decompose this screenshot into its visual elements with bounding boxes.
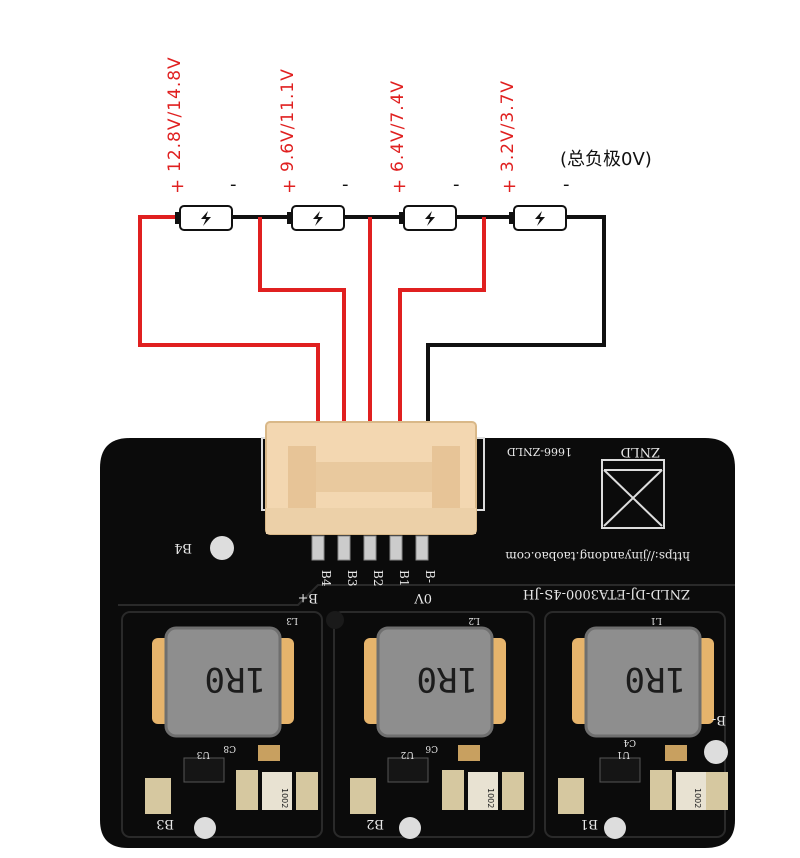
minus-sign-1: -	[230, 174, 237, 195]
battery-cell-icon	[175, 205, 233, 231]
plus-sign-4: +	[502, 176, 518, 197]
bottom-label-b3: B3	[156, 816, 174, 831]
part-number-label: 1666-ZNLD	[507, 445, 572, 458]
resistor-marking-2: 1002	[486, 788, 495, 808]
minus-sign-3: -	[453, 174, 460, 195]
voltage-label-b1: 3.2V/3.7V	[498, 79, 518, 172]
pad-b2	[399, 817, 421, 839]
minus-sign-2: -	[342, 174, 349, 195]
pad-b-minus	[704, 740, 728, 764]
logo-label: ZNLD	[621, 444, 660, 459]
bottom-label-b2: B2	[366, 816, 384, 831]
wires	[138, 215, 606, 540]
resistor-marking-3: 1002	[693, 788, 702, 808]
logo-box	[601, 459, 665, 529]
ref-c6: C6	[425, 743, 438, 753]
inductor-l2	[364, 626, 506, 738]
battery-cells	[175, 205, 567, 231]
pin-label-b1: B1	[397, 570, 411, 586]
ref-u1: U1	[617, 749, 630, 759]
ref-l2: L2	[468, 615, 480, 625]
inductor-l3	[152, 626, 294, 738]
pin-label-b2: B2	[371, 570, 385, 586]
voltage-label-b2: 6.4V/7.4V	[388, 79, 408, 172]
pin-label-b4: B4	[319, 570, 333, 587]
voltage-label-b4: 12.8V/14.8V	[165, 56, 185, 172]
url-label: https://jinyandong.taobao.com	[505, 549, 690, 563]
battery-cell-icon	[399, 205, 457, 231]
pin-label-b3: B3	[345, 570, 359, 586]
pad-b3	[194, 817, 216, 839]
silkscreen-text: 1666-ZNLD ZNLD https://jinyandong.taobao…	[156, 444, 726, 831]
plus-sign-2: +	[282, 176, 298, 197]
total-negative-note: (总负极0V)	[560, 149, 652, 170]
ref-l3: L3	[286, 615, 298, 625]
model-label: ZNLD-DJ-ETA3000-4S-JH	[523, 586, 690, 601]
pad-b1	[604, 817, 626, 839]
wire-b1	[398, 217, 486, 540]
battery-cell-icon	[509, 205, 567, 231]
pad-b4	[210, 536, 234, 560]
voltage-label-b3: 9.6V/11.1V	[278, 68, 298, 172]
inductor-marking-l3: 1R0	[205, 659, 266, 699]
minus-sign-4: -	[563, 174, 570, 195]
smd-components	[145, 745, 728, 814]
bplus-label: B+	[298, 590, 318, 605]
bottom-label-b1: B1	[580, 816, 598, 831]
ref-u3: U3	[196, 749, 210, 759]
ref-c8: C8	[223, 743, 236, 753]
wire-b3	[258, 217, 346, 540]
wire-b4	[138, 215, 320, 540]
pin-label-bminus: B-	[423, 570, 437, 583]
plus-sign-3: +	[392, 176, 408, 197]
bminus-pad-label: B-	[712, 712, 726, 727]
ref-c4: C4	[623, 737, 636, 747]
inductor-marking-l1: 1R0	[625, 659, 686, 699]
ref-l1: L1	[650, 615, 662, 625]
zero-v-label: 0V	[414, 590, 432, 605]
ref-u2: U2	[401, 749, 414, 759]
resistor-marking-1: 1002	[280, 788, 289, 808]
b4-pad-label: B4	[174, 540, 192, 555]
jst-connector	[265, 421, 477, 561]
battery-cell-icon	[287, 205, 345, 231]
plus-sign-1: +	[170, 176, 186, 197]
inductors	[152, 626, 714, 738]
inductor-marking-l2: 1R0	[417, 659, 478, 699]
wire-b-minus	[426, 215, 606, 540]
inductor-l1	[572, 626, 714, 738]
